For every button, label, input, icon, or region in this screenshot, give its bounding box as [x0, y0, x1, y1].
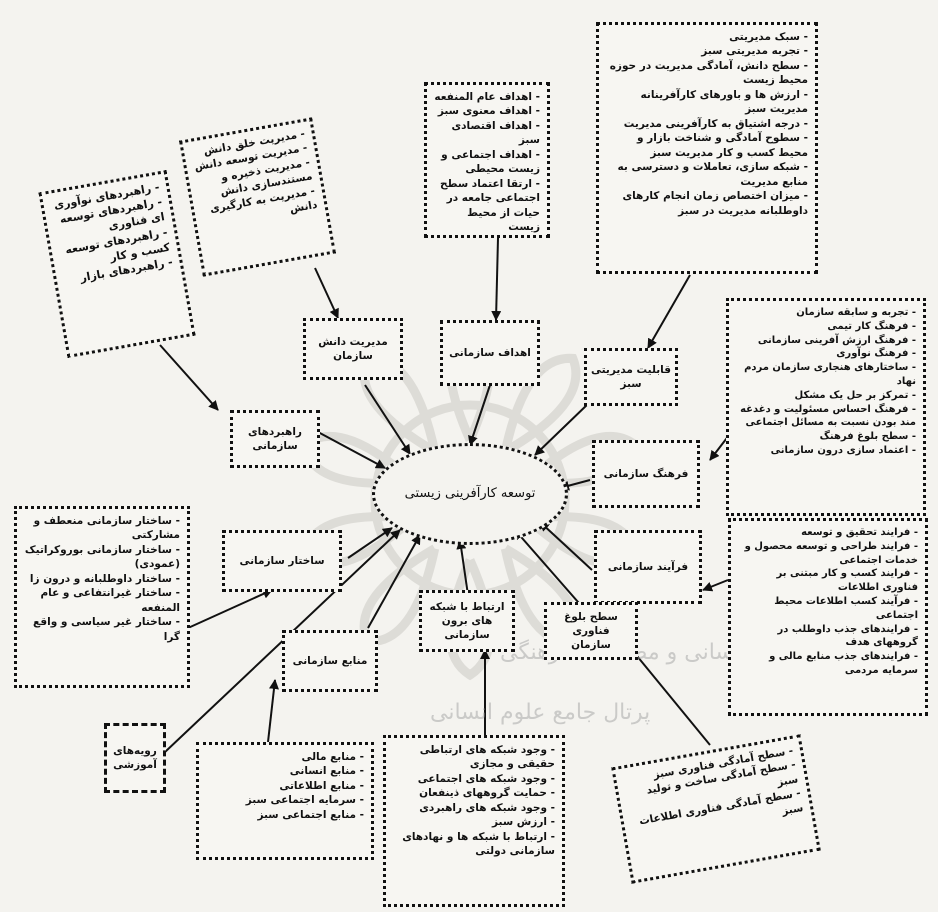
detail-item: - منابع انسانی [289, 765, 364, 778]
detail-item: - تمرکز بر حل یک مشکل [794, 389, 916, 401]
arrow-structure-center [347, 527, 393, 559]
detail-org-resources-list: - منابع مالی - منابع انسانی- منابع اطلاعا… [206, 750, 364, 822]
detail-item: - میزان اختصاص زمان انجام کارهای داوطلبا… [622, 190, 808, 217]
detail-org-structure-list: - ساختار سازمانی منعطف و مشارکتی- ساختار… [24, 514, 180, 644]
detail-item: - فرایند کسب و کار مبتنی بر فناوری اطلاع… [776, 568, 919, 594]
arrow-resources-detail [267, 679, 279, 743]
node-org-goals: اهداف سازمانی [440, 320, 540, 386]
detail-item: - اعتماد سازی درون سازمانی [770, 444, 916, 456]
detail-item: - فرایندهای جذب داوطلب در گروههای هدف [777, 623, 918, 649]
detail-item: - ساختار غیر سیاسی و واقع گرا [33, 616, 180, 643]
detail-item: - اهداف معنوی سبز [437, 105, 540, 118]
detail-item: - اهداف اقتصادی سبز [451, 119, 540, 147]
detail-item: - منابع اجتماعی سبز [257, 808, 364, 821]
node-external-networks: ارتباط با شبکه های برون سازمانی [419, 590, 515, 652]
detail-knowledge-management-list: - مدیریت خلق دانش- مدیریت توسعه دانش- مد… [190, 127, 319, 233]
detail-item: - فرآیند کسب اطلاعات محیط اجتماعی [774, 595, 918, 621]
node-strategies: راهبردهای سازمانی [230, 410, 320, 468]
detail-item: - وجود شبکه های اجتماعی [417, 772, 555, 785]
detail-item: - سبک مدیریتی [729, 31, 808, 43]
detail-item: - منابع اطلاعاتی [279, 779, 364, 792]
detail-org-goals-list: - اهداف عام المنفعه- اهداف معنوی سبز- اه… [434, 90, 540, 235]
arrow-structure-detail [187, 589, 273, 629]
detail-item: - فرهنگ احساس مسئولیت و دغدغه مند بودن ن… [740, 403, 916, 429]
detail-green-mgmt-capability: - سبک مدیریتی - تجربه مدیریتی سبز- سطح دا… [596, 22, 818, 274]
detail-external-networks-list: - وجود شبکه های ارتباطی حقیقی و مجازی- و… [393, 743, 555, 859]
detail-item: - اهداف عام المنفعه [434, 91, 540, 103]
detail-item: - سطح دانش، آمادگی مدیریت در حوزه محیط ز… [609, 59, 808, 87]
arrow-tech-detail [627, 644, 711, 746]
center-concept: توسعه کارآفرینی زیستی [372, 443, 568, 545]
detail-item: - سطح بلوغ فرهنگ [819, 431, 916, 443]
arrow-tech-center [514, 529, 586, 611]
detail-item: - فرایندهای جذب منابع مالی و سرمایه مردم… [769, 651, 918, 676]
node-knowledge-management: مدیریت دانش سازمان [303, 318, 403, 380]
detail-item: - تجربه مدیریتی سبز [701, 45, 808, 58]
detail-org-culture-list: - تجربه و سابقه سازمان - فرهنگ کار تیمی - … [736, 306, 916, 458]
detail-item: - فرهنگ ارزش آفرینی سازمانی [757, 334, 916, 346]
watermark-text-2: پرتال جامع علوم انسانی [430, 700, 651, 725]
detail-org-process-list: - فرایند تحقیق و توسعه - فرایند طراحی و ت… [738, 526, 918, 678]
detail-org-process: - فرایند تحقیق و توسعه - فرایند طراحی و ت… [728, 518, 928, 716]
node-educational-approaches: رویه‌های آموزشی [104, 723, 166, 793]
detail-item: - ارزش ها و باورهای کارآفرینانه مدیریت س… [640, 88, 808, 116]
arrow-goals-center [468, 384, 491, 446]
detail-item: - فرهنگ کار تیمی [827, 320, 916, 332]
detail-item: - ساختارهای هنجاری سازمان مردم نهاد [744, 362, 916, 387]
arrow-goals-detail [491, 237, 502, 321]
arrow-strategies-detail [159, 344, 219, 411]
detail-item: - سطوح آمادگی و شناخت بازار و محیط کسب و… [636, 132, 808, 159]
detail-item: - ارتباط با شبکه ها و نهادهای سازمانی دو… [402, 830, 555, 858]
arrow-process-center [539, 521, 593, 571]
arrow-strategies-center [317, 431, 386, 469]
node-tech-maturity: سطح بلوغ فناوری سازمان [544, 602, 638, 660]
detail-item: - درجه اشتیاق به کارآفرینی مدیریت [623, 117, 808, 130]
node-org-resources: منابع سازمانی [282, 630, 378, 692]
node-green-mgmt-capability: قابلیت مدیریتی سبز [584, 348, 678, 406]
detail-org-goals: - اهداف عام المنفعه- اهداف معنوی سبز- اه… [424, 82, 550, 238]
arrow-knowledge-center [364, 384, 411, 455]
arrow-resources-center [367, 534, 421, 629]
detail-item: - ارتقا اعتماد سطح اجتماعی جامعه در حیات… [440, 177, 540, 234]
node-org-culture: فرهنگ سازمانی [592, 440, 700, 508]
detail-item: - ساختار سازمانی بوروکراتیک (عمودی) [24, 543, 180, 571]
detail-item: - ساختار داوطلبانه و درون زا [29, 572, 180, 585]
detail-green-mgmt-capability-list: - سبک مدیریتی - تجربه مدیریتی سبز- سطح دا… [606, 30, 808, 218]
detail-knowledge-management: - مدیریت خلق دانش- مدیریت توسعه دانش- مد… [179, 117, 336, 277]
detail-org-culture: - تجربه و سابقه سازمان - فرهنگ کار تیمی - … [726, 298, 926, 516]
arrow-networks-center [456, 539, 469, 596]
arrow-green-mgmt-detail [647, 274, 691, 349]
node-org-structure: ساختار سازمانی [222, 530, 342, 592]
detail-item: - حمایت گروههای ذینفعان [419, 787, 555, 800]
detail-item: - وجود شبکه های راهبردی [419, 801, 555, 814]
detail-item: - شبکه سازی، تعاملات و دسترسی به منابع م… [617, 161, 808, 188]
detail-external-networks: - وجود شبکه های ارتباطی حقیقی و مجازی- و… [383, 735, 565, 907]
detail-item: - اهداف اجتماعی و زیست محیطی [441, 148, 540, 176]
detail-item: - فرایند طراحی و توسعه محصول و خدمات اجت… [744, 540, 918, 566]
detail-item: - ساختار غیرانتفاعی و عام المنفعه [40, 587, 180, 614]
node-org-process: فرآیند سازمانی [594, 530, 702, 604]
arrow-green-mgmt-center [534, 401, 591, 456]
detail-org-resources: - منابع مالی - منابع انسانی- منابع اطلاعا… [196, 742, 374, 860]
detail-item: - سرمایه اجتماعی سبز [245, 794, 364, 807]
detail-item: - منابع مالی [301, 751, 364, 763]
detail-item: - ارزش سبز [492, 816, 555, 829]
detail-item: - فرهنگ نوآوری [836, 348, 916, 360]
detail-item: - فرایند تحقیق و توسعه [801, 527, 918, 538]
arrow-knowledge-detail [314, 267, 339, 319]
detail-item: - ساختار سازمانی منعطف و مشارکتی [33, 515, 180, 542]
detail-org-structure: - ساختار سازمانی منعطف و مشارکتی- ساختار… [14, 506, 190, 688]
detail-strategies-list: - راهبردهای نوآوری- راهبردهای توسعه ای ف… [50, 180, 174, 289]
detail-item: - تجربه و سابقه سازمان [796, 307, 916, 318]
detail-item: - وجود شبکه های ارتباطی حقیقی و مجازی [419, 744, 555, 771]
arrow-process-detail [702, 579, 729, 592]
